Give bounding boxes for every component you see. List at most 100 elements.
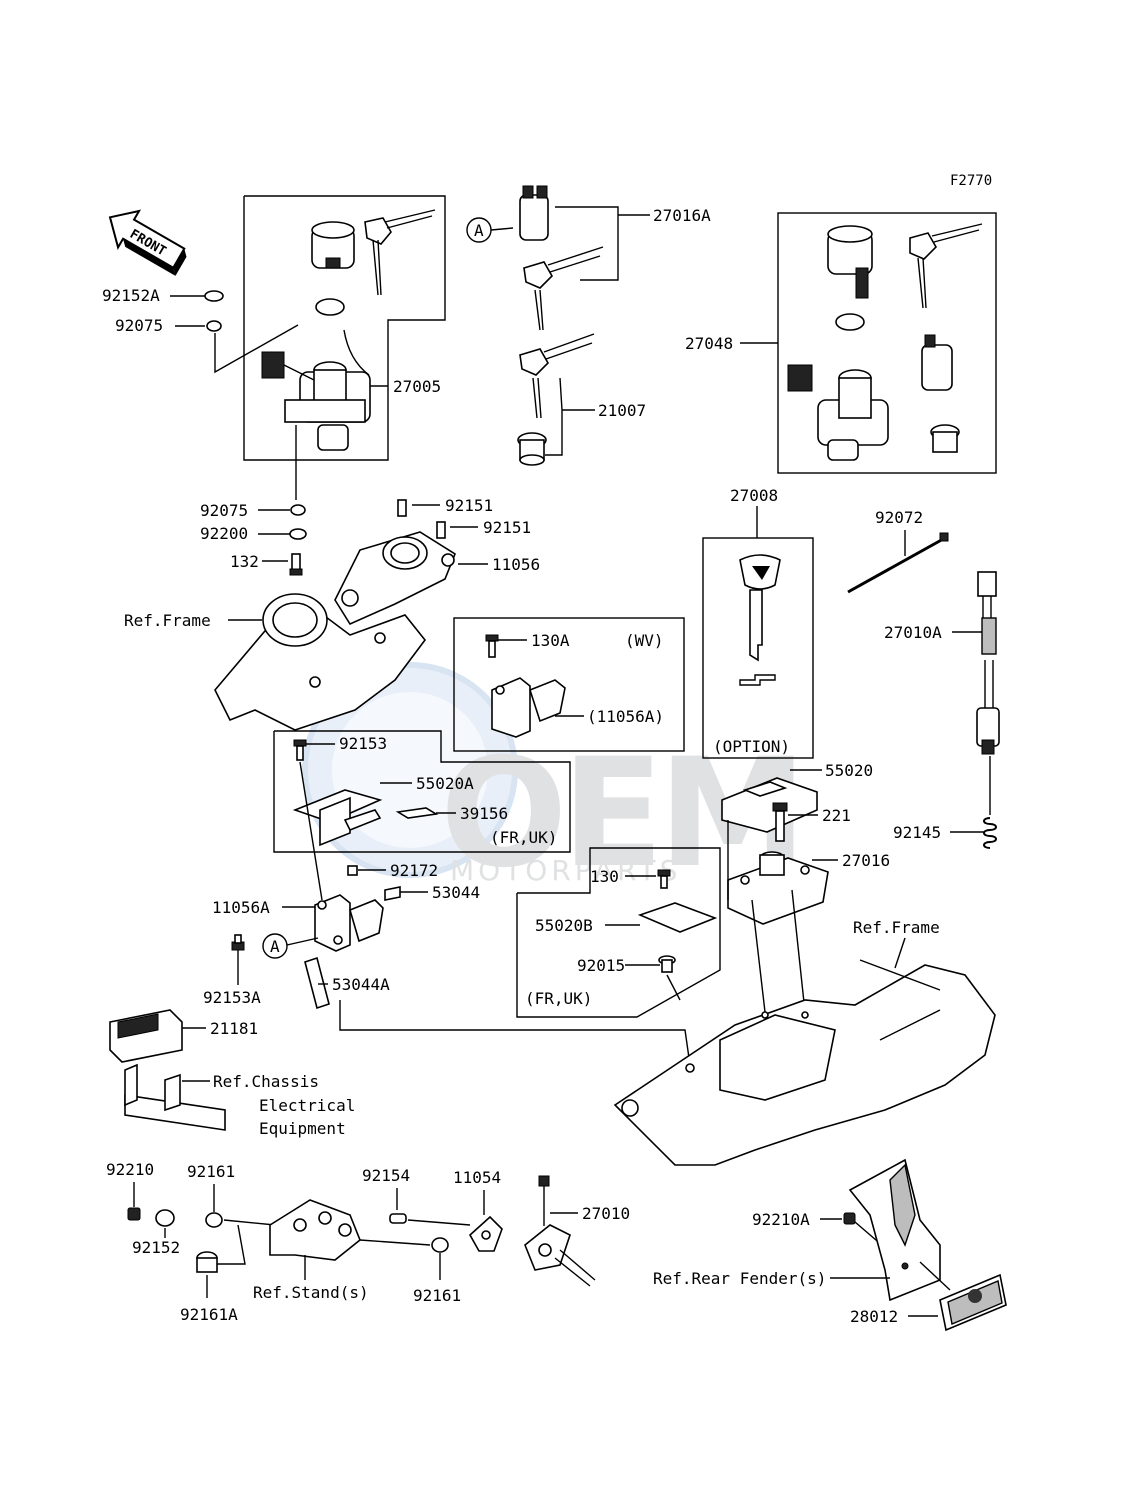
callout-11056: 11056 bbox=[492, 555, 540, 574]
callout-11056A: 11056A bbox=[212, 898, 270, 917]
cable-tie-head bbox=[939, 532, 949, 542]
clip-53044-part bbox=[384, 886, 401, 901]
key-part bbox=[523, 246, 604, 331]
grommet-part bbox=[204, 290, 224, 302]
key-part bbox=[364, 209, 436, 296]
callout-21181: 21181 bbox=[210, 1019, 258, 1038]
callout-27016A: 27016A bbox=[653, 206, 711, 225]
callout-92161-b: 92161 bbox=[413, 1286, 461, 1305]
screw-part bbox=[231, 934, 245, 951]
ignition-switch-part bbox=[787, 364, 889, 461]
callout-92075-low: 92075 bbox=[200, 501, 248, 520]
cap-plug-part bbox=[930, 424, 960, 453]
relay-21181-part bbox=[109, 1009, 183, 1063]
ref-chassis-line1: Ref.Chassis bbox=[213, 1072, 319, 1091]
bolt-part bbox=[389, 1213, 407, 1224]
callout-53044A: 53044A bbox=[332, 975, 390, 994]
bracket-11054-part bbox=[468, 1215, 503, 1252]
frame-front-part bbox=[214, 593, 427, 731]
washer-92152-part bbox=[155, 1209, 175, 1227]
callout-92015: 92015 bbox=[577, 956, 625, 975]
callout-27010: 27010 bbox=[582, 1204, 630, 1223]
callout-53044: 53044 bbox=[432, 883, 480, 902]
option-label: (OPTION) bbox=[713, 737, 790, 756]
callout-21007: 21007 bbox=[598, 401, 646, 420]
reference-a-marker bbox=[262, 933, 288, 959]
circle-a-low: A bbox=[270, 937, 280, 956]
chassis-bracket-part bbox=[124, 1063, 226, 1131]
callout-92072: 92072 bbox=[875, 508, 923, 527]
bracket-11056A-part bbox=[314, 894, 384, 952]
callout-92210: 92210 bbox=[106, 1160, 154, 1179]
nut-part bbox=[843, 1212, 856, 1225]
callout-27048: 27048 bbox=[685, 334, 733, 353]
blank-key-part bbox=[739, 554, 781, 662]
seat-lock-part bbox=[921, 334, 953, 391]
pad-53044A-part bbox=[304, 956, 330, 1010]
bushing-92161A-part bbox=[196, 1251, 218, 1273]
seat-lock-part bbox=[519, 185, 549, 241]
callout-92145: 92145 bbox=[893, 823, 941, 842]
callout-132: 132 bbox=[230, 552, 259, 571]
washer-part bbox=[835, 313, 865, 331]
ref-rear-fender: Ref.Rear Fender(s) bbox=[653, 1269, 826, 1288]
callout-130: 130 bbox=[590, 867, 619, 886]
callout-92161A: 92161A bbox=[180, 1305, 238, 1324]
reflector-28012-part bbox=[939, 1273, 1007, 1332]
circle-a-top: A bbox=[474, 221, 484, 240]
callout-28012: 28012 bbox=[850, 1307, 898, 1326]
bolt-part bbox=[397, 499, 407, 517]
callout-92075-top: 92075 bbox=[115, 316, 163, 335]
callout-92210A: 92210A bbox=[752, 1210, 810, 1229]
callout-92172: 92172 bbox=[390, 861, 438, 880]
bolt-part bbox=[436, 521, 446, 539]
callout-11054: 11054 bbox=[453, 1168, 501, 1187]
ignition-cap-part bbox=[311, 221, 355, 269]
callout-92161-a: 92161 bbox=[187, 1162, 235, 1181]
callout-55020: 55020 bbox=[825, 761, 873, 780]
callout-27010A: 27010A bbox=[884, 623, 942, 642]
rivet-part bbox=[347, 865, 358, 876]
washer-part bbox=[289, 528, 307, 540]
stand-bracket-part bbox=[269, 1199, 361, 1261]
callout-92153: 92153 bbox=[339, 734, 387, 753]
callout-92200: 92200 bbox=[200, 524, 248, 543]
callout-27008: 27008 bbox=[730, 486, 778, 505]
screw-part bbox=[293, 739, 307, 761]
callout-92152A-top: 92152A bbox=[102, 286, 160, 305]
nut-part bbox=[127, 1207, 141, 1221]
bracket-part bbox=[491, 677, 566, 738]
callout-92154: 92154 bbox=[362, 1166, 410, 1185]
callout-55020B: 55020B bbox=[535, 916, 593, 935]
figure-code: F2770 bbox=[950, 173, 992, 189]
ignition-cap-part bbox=[827, 225, 873, 299]
fr-uk-label-a: (FR,UK) bbox=[490, 828, 557, 847]
screw-part bbox=[657, 869, 671, 889]
ref-chassis-line2: Electrical bbox=[259, 1096, 355, 1115]
ref-stand: Ref.Stand(s) bbox=[253, 1283, 369, 1302]
switch-27010-part bbox=[524, 1175, 596, 1287]
ignition-switch-part bbox=[261, 329, 371, 451]
front-arrow-icon: FRONT bbox=[108, 209, 187, 276]
rear-frame-part bbox=[613, 959, 996, 1166]
callout-92153A: 92153A bbox=[203, 988, 261, 1007]
label-39156-part bbox=[395, 807, 439, 819]
cap-plug-part bbox=[517, 432, 547, 466]
washer-part bbox=[206, 320, 222, 332]
ref-frame-left: Ref.Frame bbox=[124, 611, 211, 630]
washer-part bbox=[290, 504, 306, 516]
wv-variant-box bbox=[453, 617, 685, 752]
bracket-55020A-part bbox=[292, 789, 383, 847]
bushing-part bbox=[431, 1237, 449, 1253]
callout-221: 221 bbox=[822, 806, 851, 825]
key-part bbox=[519, 333, 595, 419]
housing-11056-part bbox=[334, 531, 456, 626]
screw-part bbox=[485, 634, 499, 658]
bolt-221-part bbox=[772, 802, 788, 842]
callout-27005: 27005 bbox=[393, 377, 441, 396]
key-part bbox=[909, 223, 983, 309]
callout-92151-a: 92151 bbox=[445, 496, 493, 515]
switch-27010A-part bbox=[976, 571, 1000, 755]
wv-label: (WV) bbox=[625, 631, 664, 650]
